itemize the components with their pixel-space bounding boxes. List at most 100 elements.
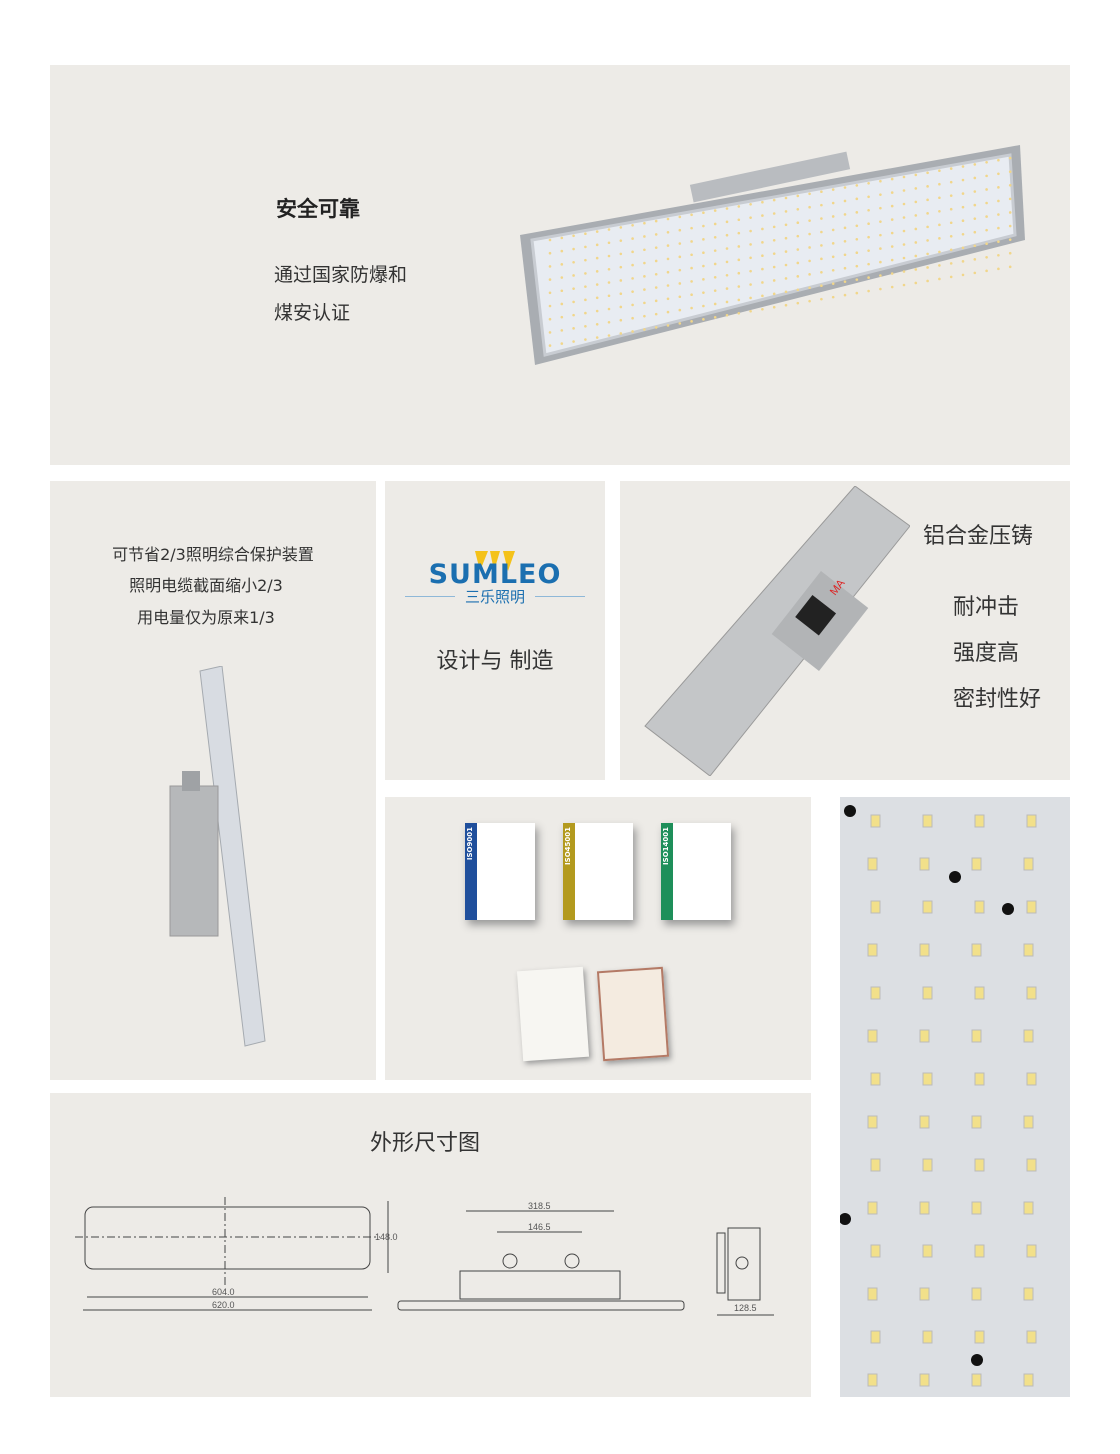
led-dot [584,311,587,315]
led-dot [831,188,835,191]
led-chip [971,1115,982,1129]
led-dot [890,258,894,262]
led-dot [572,247,575,251]
led-dot [749,243,752,246]
led-chip [919,1115,930,1129]
led-dot [702,278,705,281]
led-dot [595,309,599,313]
led-dot [784,263,788,267]
led-dot [949,207,953,211]
led-dot [867,182,870,185]
led-dot [761,294,764,298]
led-dot [654,233,658,236]
led-dot [938,169,941,172]
led-dot [879,193,882,196]
led-dot [643,221,646,225]
led-dot [584,325,587,328]
led-chip [1023,1201,1034,1215]
led-dot [820,297,823,301]
led-dot [678,228,682,232]
led-dot [843,199,847,203]
led-chip [919,1287,930,1301]
led-dot [737,231,741,235]
led-dot [961,205,965,209]
led-dot [914,268,918,271]
led-dot [914,254,918,258]
led-dot [631,330,634,333]
led-chip [1026,1158,1037,1172]
led-chip [867,1115,878,1129]
led-chip [1023,1373,1034,1387]
led-dot [796,234,800,238]
led-dot [902,202,906,206]
led-dot [548,304,552,308]
led-dot [572,234,575,238]
svg-text:146.5: 146.5 [528,1222,551,1232]
led-dot [654,286,658,289]
led-dot [749,296,752,300]
hero-title: 安全可靠 [276,197,360,221]
led-chip [919,1373,930,1387]
led-dot [855,251,859,254]
led-dot [607,254,611,258]
led-dot [560,302,564,306]
led-dot [867,195,870,199]
led-chip [867,857,878,871]
led-dot [914,187,918,190]
svg-text:318.5: 318.5 [528,1201,551,1211]
led-dot [926,198,929,202]
led-dot [643,301,646,305]
led-dot [784,196,788,200]
led-dot [643,328,646,331]
led-dot [725,233,729,237]
led-dot [902,229,906,233]
led-chip [971,1287,982,1301]
led-dot [985,269,988,273]
led-dot [737,205,741,208]
led-chip [867,1287,878,1301]
led-dot [725,300,729,304]
led-dot [820,284,823,288]
led-dot [926,225,929,229]
led-dot [772,292,776,296]
led-dot [997,186,1000,189]
led-dot [961,273,965,277]
lamp-side-image [169,666,266,1047]
led-chip [971,943,982,957]
led-dot [855,197,859,201]
led-dot [619,292,623,295]
led-dot [584,245,587,249]
led-dot [938,237,941,240]
led-dot [949,167,953,170]
led-dot [560,263,564,266]
led-dot [607,307,611,311]
led-chip [1023,857,1034,871]
led-dot [867,289,870,293]
led-dot [1008,265,1012,269]
led-chip [971,857,982,871]
led-dot [737,298,741,302]
led-dot [808,205,811,209]
led-dot [631,237,634,240]
led-chip [922,1072,933,1086]
led-dot [926,252,929,256]
led-dot [985,215,988,218]
led-dot [808,192,811,196]
sumleo-logo-mark [475,551,515,571]
led-dot [843,266,847,270]
led-dot [902,256,906,260]
led-dot [690,306,693,310]
led-dot [831,201,835,205]
led-dot [784,223,788,227]
led-dot [761,254,764,258]
led-dot [666,244,670,247]
certificate-label: ISO14001 [662,827,670,865]
led-dot [808,232,811,236]
led-dot [890,231,894,235]
led-dot [914,214,918,217]
led-chip [974,1330,985,1344]
led-dot [713,222,717,226]
led-dot [855,224,859,228]
led-dot [997,253,1000,257]
led-dot [761,214,764,217]
